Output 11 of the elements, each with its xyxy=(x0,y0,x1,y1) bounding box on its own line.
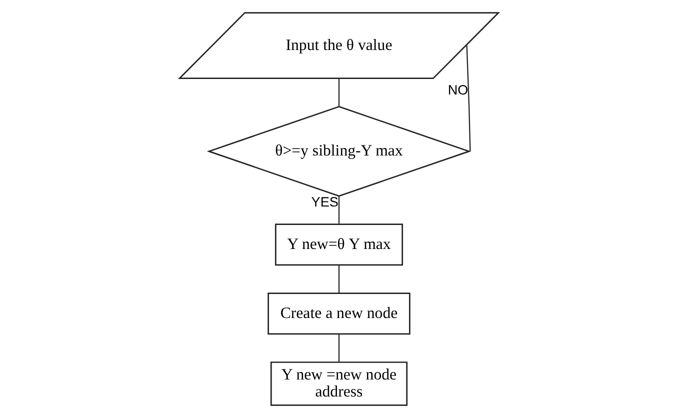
connector xyxy=(338,334,340,362)
connector xyxy=(338,78,340,107)
node-box: Y new=θ Y max xyxy=(274,224,404,266)
node-diamond: θ>=y sibling-Y max xyxy=(206,106,472,197)
connector xyxy=(338,265,340,293)
node-box: Create a new node xyxy=(268,292,410,335)
connector xyxy=(466,46,471,152)
edge-label: YES xyxy=(311,194,338,210)
edge-label: NO xyxy=(448,82,468,98)
connector xyxy=(338,196,340,224)
node-box: Y new =new node address xyxy=(270,362,408,406)
